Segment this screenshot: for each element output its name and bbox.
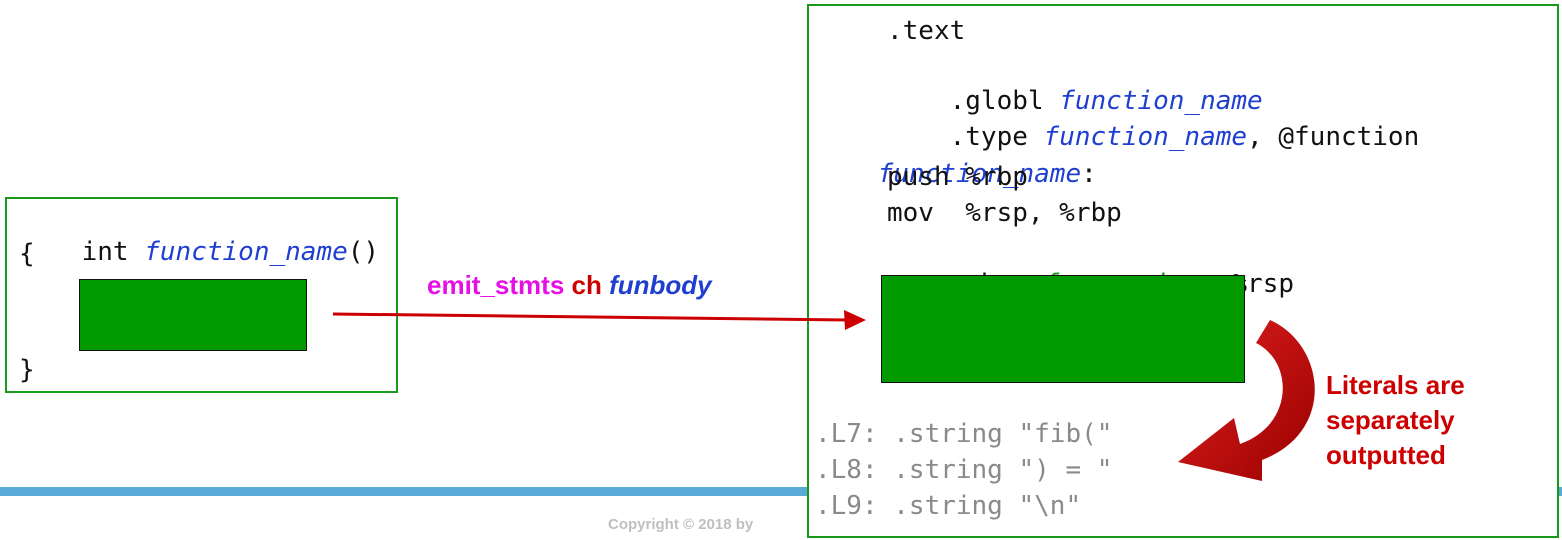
c-function-body-block (79, 279, 307, 351)
asm-label-name: function_name (877, 159, 1082, 189)
bottom-accent-bar (0, 487, 1562, 496)
asm-function-body-block (881, 275, 1245, 383)
c-function-name: function_name (144, 237, 348, 267)
note-line-1: Literals are (1326, 370, 1465, 400)
asm-push-instruction: push %rbp (887, 162, 1028, 192)
asm-label-line: function_name: (815, 123, 1097, 225)
label-ch: ch (571, 270, 602, 300)
curved-arrow-icon (1178, 320, 1315, 481)
asm-type-name: function_name (1043, 122, 1248, 152)
asm-globl-line: .globl function_name (887, 50, 1263, 152)
copyright-text: Copyright © 2018 by (608, 516, 754, 533)
translation-arrow-label: emit_stmts ch funbody (427, 270, 712, 301)
c-close-brace: } (19, 355, 35, 385)
asm-literal-l7: .L7: .string "fib(" (815, 419, 1113, 449)
c-open-brace: { (19, 239, 35, 269)
label-emit-stmts: emit_stmts (427, 270, 565, 300)
asm-mov-instruction: mov %rsp, %rbp (887, 198, 1122, 228)
assembly-output-box: .text .globl function_name .type functio… (807, 4, 1559, 538)
asm-globl-directive: .globl (949, 86, 1060, 116)
asm-literal-l8: .L8: .string ") = " (815, 455, 1113, 485)
translation-arrow (332, 310, 866, 330)
asm-type-suffix: , @function (1247, 122, 1420, 152)
asm-literal-l9: .L9: .string "\n" (815, 491, 1082, 521)
label-funbody: funbody (609, 270, 712, 300)
asm-type-line: .type function_name, @function (887, 86, 1420, 188)
c-source-box: int function_name() { } (5, 197, 398, 393)
c-signature-line: int function_name() (19, 207, 379, 297)
asm-type-directive: .type (949, 122, 1044, 152)
c-parens: () (347, 237, 380, 267)
note-line-2: separately (1326, 405, 1455, 435)
asm-text-directive: .text (887, 16, 966, 46)
asm-label-colon: : (1081, 159, 1097, 189)
asm-globl-name: function_name (1059, 86, 1263, 116)
c-return-type: int (81, 237, 145, 267)
note-line-3: outputted (1326, 440, 1446, 470)
literals-note: Literals are separately outputted (1326, 368, 1465, 473)
